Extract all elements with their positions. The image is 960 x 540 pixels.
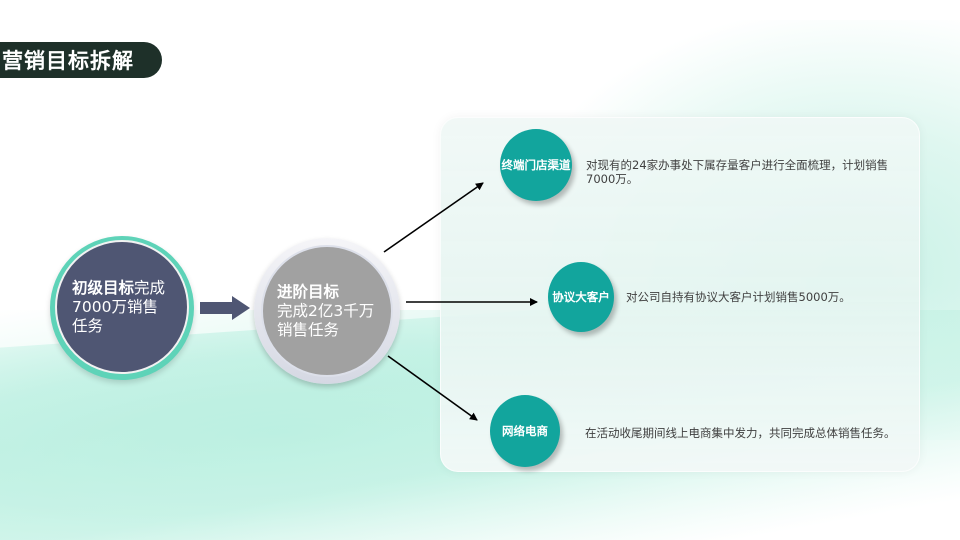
channel-circle-ecommerce: 网络电商 <box>490 395 560 467</box>
stage2-text: 进阶目标 完成2亿3千万 销售任务 <box>263 283 388 340</box>
channel-circle-retail: 终端门店渠道 <box>500 129 572 201</box>
stage1-bold: 初级目标 <box>72 278 135 297</box>
channel-desc-key-accounts: 对公司自持有协议大客户计划销售5000万。 <box>626 290 851 304</box>
slide-title: 营销目标拆解 <box>0 42 162 78</box>
channel-desc-retail: 对现有的24家办事处下属存量客户进行全面梳理，计划销售7000万。 <box>586 158 889 186</box>
channel-label-key-accounts: 协议大客户 <box>552 290 610 304</box>
stage1-line1-rest: 完成 <box>134 278 166 297</box>
channel-circle-key-accounts: 协议大客户 <box>548 262 614 332</box>
slide-title-text: 营销目标拆解 <box>2 49 134 73</box>
stage1-line3: 任务 <box>72 316 104 335</box>
stage1-line2: 7000万销售 <box>72 297 158 316</box>
stage2-line2: 完成2亿3千万 <box>277 301 375 320</box>
channel-label-ecommerce: 网络电商 <box>502 424 548 438</box>
channel-label-retail: 终端门店渠道 <box>501 158 571 172</box>
stage1-circle: 初级目标完成 7000万销售 任务 <box>55 240 189 374</box>
channel-desc-ecommerce: 在活动收尾期间线上电商集中发力，共同完成总体销售任务。 <box>585 426 896 440</box>
right-arrow-icon <box>200 296 250 320</box>
stage2-circle: 进阶目标 完成2亿3千万 销售任务 <box>261 245 393 377</box>
stage2-bold: 进阶目标 <box>277 282 340 301</box>
stage2-line3: 销售任务 <box>277 320 340 339</box>
stage1-text: 初级目标完成 7000万销售 任务 <box>57 279 187 336</box>
